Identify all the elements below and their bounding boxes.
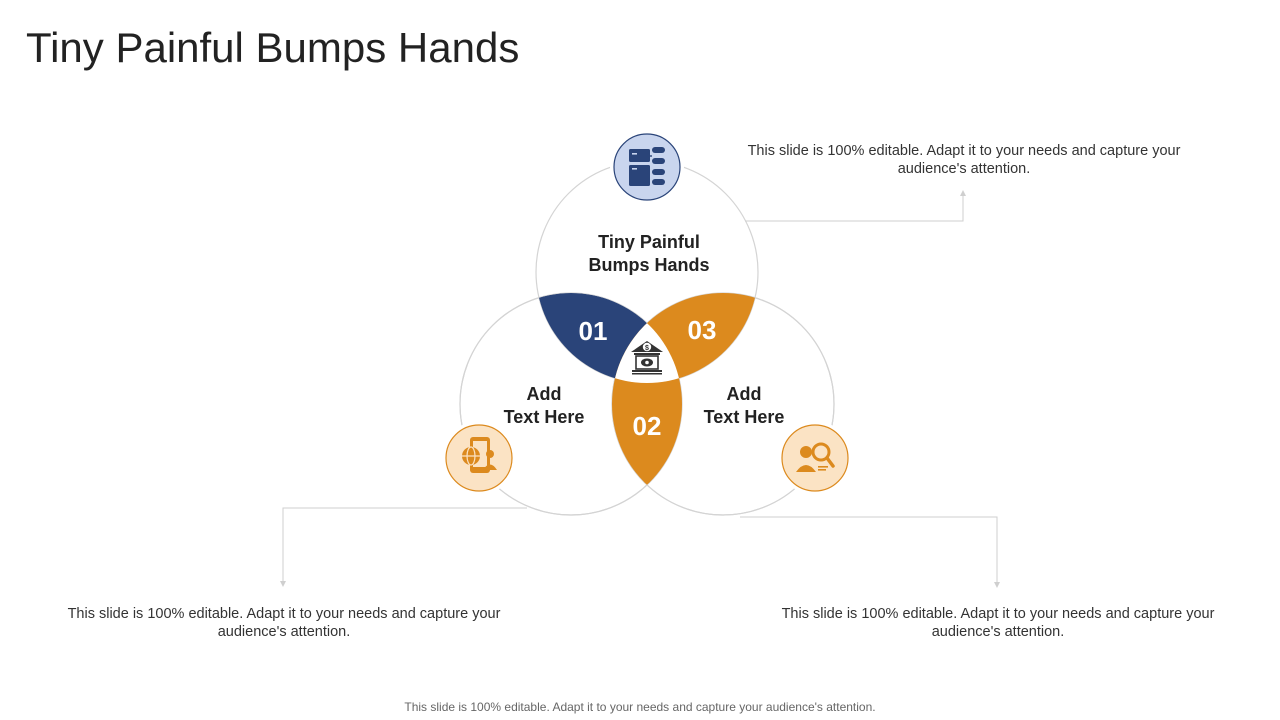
right-label-line1: Add <box>727 384 762 404</box>
callout-bottom-left: This slide is 100% editable. Adapt it to… <box>67 606 501 640</box>
page-title: Tiny Painful Bumps Hands <box>26 24 520 71</box>
segment-03 <box>612 293 758 383</box>
left-label-line1: Add <box>527 384 562 404</box>
right-label-line2: Text Here <box>704 407 785 427</box>
search-person-icon <box>778 421 852 495</box>
number-02: 02 <box>633 411 662 441</box>
left-label-line2: Text Here <box>504 407 585 427</box>
top-label-line1: Tiny Painful <box>598 232 700 252</box>
connector-arrowheads <box>280 190 1000 588</box>
callout-top-right: This slide is 100% editable. Adapt it to… <box>747 143 1181 177</box>
callout-bottom-right: This slide is 100% editable. Adapt it to… <box>781 606 1215 640</box>
footer-note: This slide is 100% editable. Adapt it to… <box>404 700 876 714</box>
number-03: 03 <box>688 315 717 345</box>
top-label-line2: Bumps Hands <box>588 255 709 275</box>
number-01: 01 <box>579 316 608 346</box>
globe-mobile-user-icon <box>442 421 516 495</box>
server-database-icon <box>610 130 684 204</box>
svg-text:$: $ <box>645 345 649 352</box>
bank-money-icon: $ <box>631 341 663 375</box>
segment-01 <box>536 293 682 383</box>
connector-lines <box>282 193 998 585</box>
